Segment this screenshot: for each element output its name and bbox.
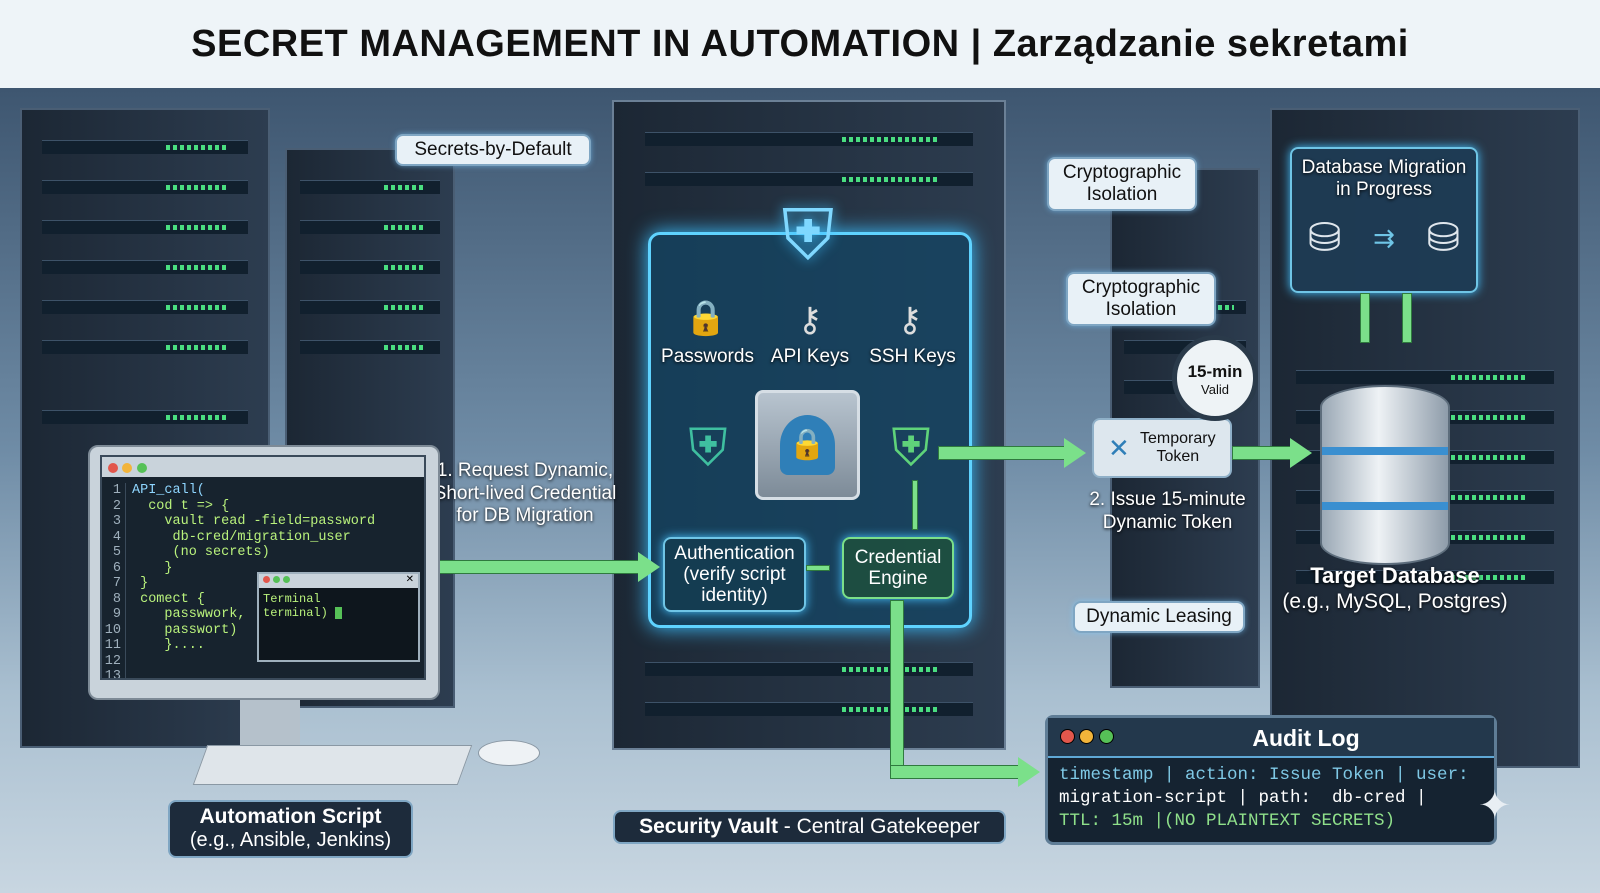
secrets-by-default-label: Secrets-by-Default: [395, 134, 591, 166]
shield-lock-icon: ⛨: [688, 418, 728, 477]
secret-type-passwords: Passwords: [661, 346, 754, 367]
migration-arrow-1: [1360, 293, 1370, 343]
shield-check-icon: ⛨: [781, 196, 835, 274]
request-arrow: [425, 560, 640, 574]
stopwatch-sub: Valid: [1201, 382, 1229, 397]
dynamic-leasing-label: Dynamic Leasing: [1073, 601, 1245, 633]
temporary-token-label: Temporary Token: [1140, 430, 1216, 465]
issue-arrow: [938, 446, 1066, 460]
padlock-icon: 🔒: [684, 298, 728, 337]
database-transfer-icon: ⛁⇉⛁: [1307, 216, 1461, 260]
target-db-title: Target Database: [1310, 563, 1480, 588]
stopwatch-value: 15-min: [1187, 362, 1243, 381]
engine-to-audit-arrow-horizontal: [890, 765, 1020, 779]
audit-log-window: Audit Log timestamp | action: Issue Toke…: [1045, 715, 1497, 845]
cryptographic-isolation-label-2: Cryptographic Isolation: [1066, 272, 1216, 326]
audit-arrow-head: [1018, 757, 1040, 787]
shield-to-engine-arrow: [912, 480, 918, 530]
migration-arrow-2: [1402, 293, 1412, 343]
auth-to-engine-arrow: [806, 565, 830, 571]
mouse: [478, 740, 540, 766]
engine-to-audit-arrow: [890, 600, 904, 775]
temporary-token: ✕ Temporary Token: [1092, 418, 1232, 478]
sparkle-icon: ✦: [1478, 784, 1512, 828]
automation-script-label: Automation Script (e.g., Ansible, Jenkin…: [168, 800, 413, 858]
token-to-db-arrow-head: [1290, 438, 1312, 468]
ssh-key-icon: ⚷: [897, 301, 923, 339]
issue-arrow-head: [1064, 438, 1086, 468]
issue-step-label: 2. Issue 15-minute Dynamic Token: [1089, 489, 1246, 533]
token-icon: ✕: [1108, 432, 1130, 463]
cursor: [335, 606, 343, 619]
target-db-subtitle: (e.g., MySQL, Postgres): [1282, 590, 1508, 613]
cryptographic-isolation-label: Cryptographic Isolation: [1047, 157, 1197, 211]
request-step-label: 1. Request Dynamic, Short-lived Credenti…: [433, 460, 617, 526]
security-vault-label: Security Vault - Central Gatekeeper: [613, 810, 1006, 844]
secret-type-api-keys: API Keys: [770, 346, 850, 367]
terminal-line: terminal): [263, 606, 328, 620]
terminal-window: ✕ Terminal terminal): [257, 572, 420, 662]
request-arrow-head: [638, 552, 660, 582]
audit-log-line: timestamp | action: Issue Token | user:: [1059, 765, 1469, 785]
audit-log-line: migration-script | path: db-cred |: [1059, 788, 1427, 808]
credential-engine-box: Credential Engine: [842, 537, 954, 599]
audit-log-title: Audit Log: [1252, 725, 1360, 751]
keyboard: [192, 745, 473, 785]
key-icon: ⚷: [797, 301, 823, 339]
server-rack-left: [20, 108, 270, 748]
page-title: SECRET MANAGEMENT IN AUTOMATION | Zarząd…: [0, 0, 1600, 88]
code-content: API_call( cod t => { vault read -field=p…: [132, 483, 376, 653]
audit-log-titlebar: Audit Log: [1048, 718, 1494, 758]
authentication-box: Authentication (verify script identity): [663, 537, 806, 612]
token-to-db-arrow: [1232, 446, 1292, 460]
stopwatch-icon: 15-min Valid: [1172, 335, 1258, 421]
editor-titlebar: [102, 457, 424, 477]
secret-type-ssh-keys: SSH Keys: [869, 346, 956, 367]
db-migration-panel: Database Migration in Progress ⛁⇉⛁: [1290, 147, 1478, 293]
terminal-line: Terminal: [263, 592, 321, 606]
shield-check-green-icon: ⛨: [891, 418, 931, 477]
safe-icon: 🔒: [755, 390, 860, 500]
terminal-close-icon[interactable]: ✕: [405, 574, 414, 585]
audit-log-line: TTL: 15m |(NO PLAINTEXT SECRETS): [1059, 811, 1396, 831]
target-database-icon: [1320, 385, 1450, 565]
db-migration-label: Database Migration in Progress: [1301, 157, 1467, 200]
